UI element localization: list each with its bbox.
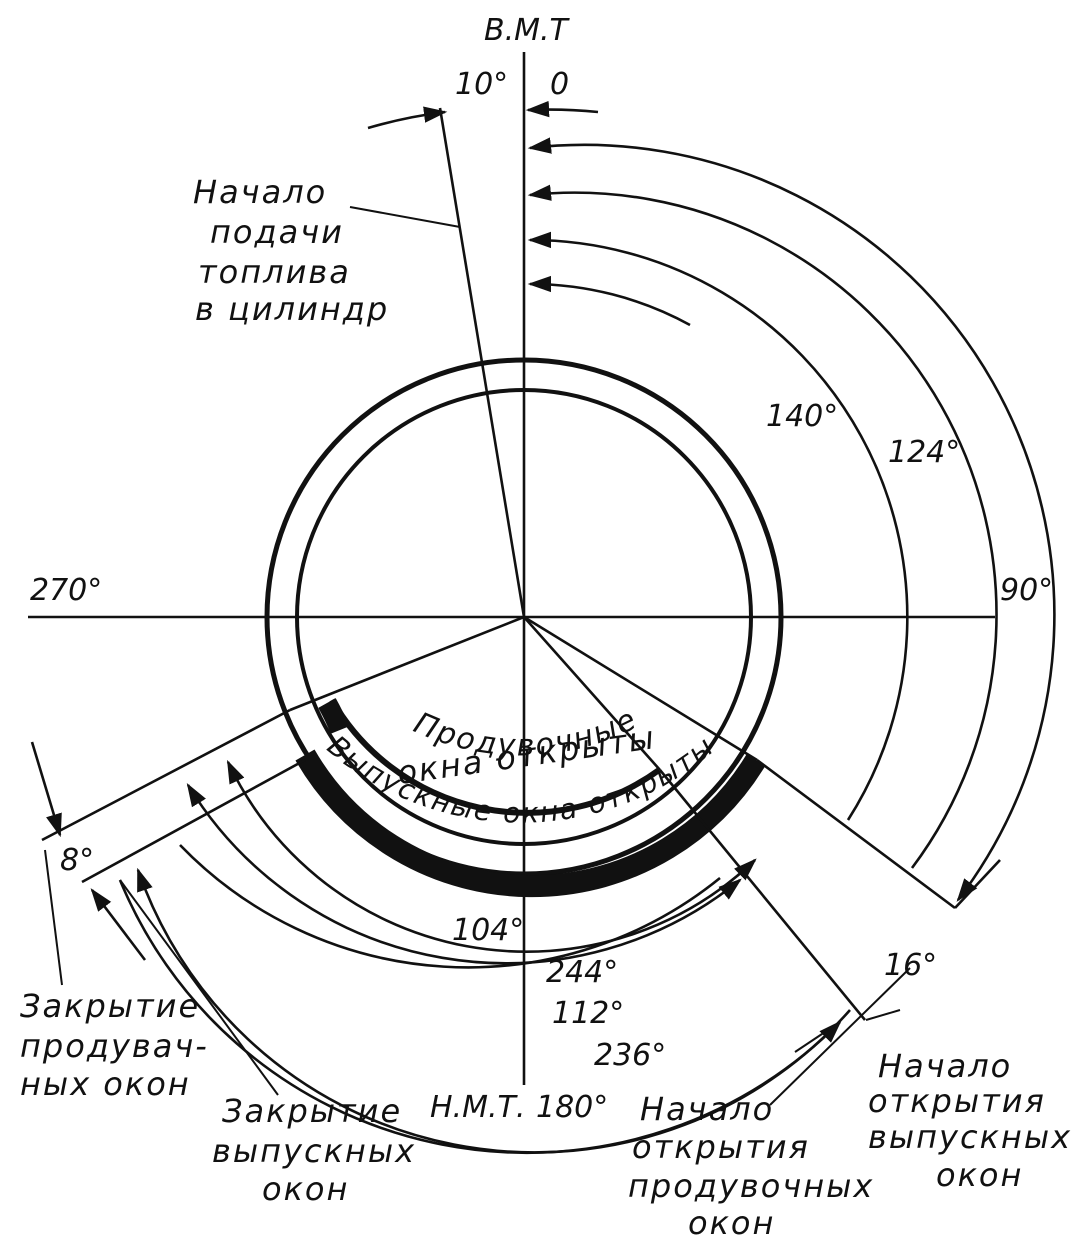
fuel-start-line-1: Начало (193, 173, 327, 211)
deg-140-label: 140° (766, 399, 838, 434)
arc-10-right (525, 100, 599, 118)
deg-8-label: 8° (60, 843, 94, 878)
exh-close-line-1: Закрытие (222, 1092, 402, 1130)
exh-close-extension (81, 758, 306, 884)
arc-244 (186, 783, 742, 965)
deg-112-label: 112° (552, 996, 624, 1031)
leader-exh-close (119, 879, 279, 1096)
deg-90-label: 90° (1000, 573, 1053, 608)
scav-open-start-line-1: Начало (640, 1090, 774, 1128)
deg-236-label: 236° (594, 1038, 666, 1073)
fuel-start-line-4: в цилиндр (195, 290, 389, 328)
leader-fuel-start (349, 206, 461, 228)
deg-10-label: 10° (455, 67, 508, 102)
exh-start-extension (756, 758, 956, 910)
exh-open-start-line-2: открытия (868, 1082, 1046, 1120)
scav-open-start-line-4: окон (688, 1204, 775, 1242)
leader-scav-open (769, 967, 911, 1106)
exh-open-start-line-1: Начало (878, 1047, 1012, 1085)
leader-scav-open-tick (865, 1009, 901, 1021)
tdc-label: В.М.Т (484, 13, 571, 48)
arc-140-outer (527, 184, 998, 869)
fuel-start-line-3: топлива (198, 253, 351, 291)
arc-236 (118, 879, 842, 1155)
deg-0-label: 0 (550, 67, 569, 102)
scav-radius-left (289, 615, 525, 712)
scav-open-start-line-2: открытия (632, 1128, 810, 1166)
fuel-start-radius (438, 107, 526, 618)
arc-124 (527, 137, 1056, 902)
exh-open-start-line-3: выпускных (868, 1118, 1072, 1156)
leader-scav-close (44, 849, 63, 986)
dim-8-arrow-lower (90, 888, 147, 961)
deg-124-label: 124° (888, 435, 960, 470)
scav-start-extension (658, 769, 867, 1021)
arc-10-left (367, 106, 448, 130)
deg-180-label: 180° (536, 1090, 608, 1125)
arc-236-inner (179, 844, 721, 969)
scav-close-extension (41, 708, 291, 842)
deg-104-label: 104° (452, 913, 524, 948)
scav-open-start-line-3: продувочных (628, 1167, 874, 1205)
deg-244-label: 244° (546, 955, 618, 990)
scav-close-line-1: Закрытие (20, 987, 200, 1025)
leader-scav-open-arrow (794, 1021, 841, 1053)
exh-open-start-line-4: окон (936, 1156, 1023, 1194)
dim-8-arrow-upper (30, 741, 62, 838)
exhaust-open-band-tail (318, 698, 350, 734)
fuel-start-line-2: подачи (210, 213, 344, 251)
exh-close-line-3: окон (262, 1170, 349, 1208)
arc-140 (527, 231, 909, 821)
exh-close-line-2: выпускных (212, 1132, 416, 1170)
deg-16-label: 16° (884, 948, 937, 983)
arc-fuel-inner (527, 275, 691, 327)
exh-start-tick (954, 859, 1001, 909)
scav-close-line-3: ных окон (20, 1065, 191, 1103)
scav-close-line-2: продувач- (20, 1027, 209, 1065)
deg-270-label: 270° (30, 573, 102, 608)
bdc-label: Н.М.Т. (430, 1090, 525, 1125)
